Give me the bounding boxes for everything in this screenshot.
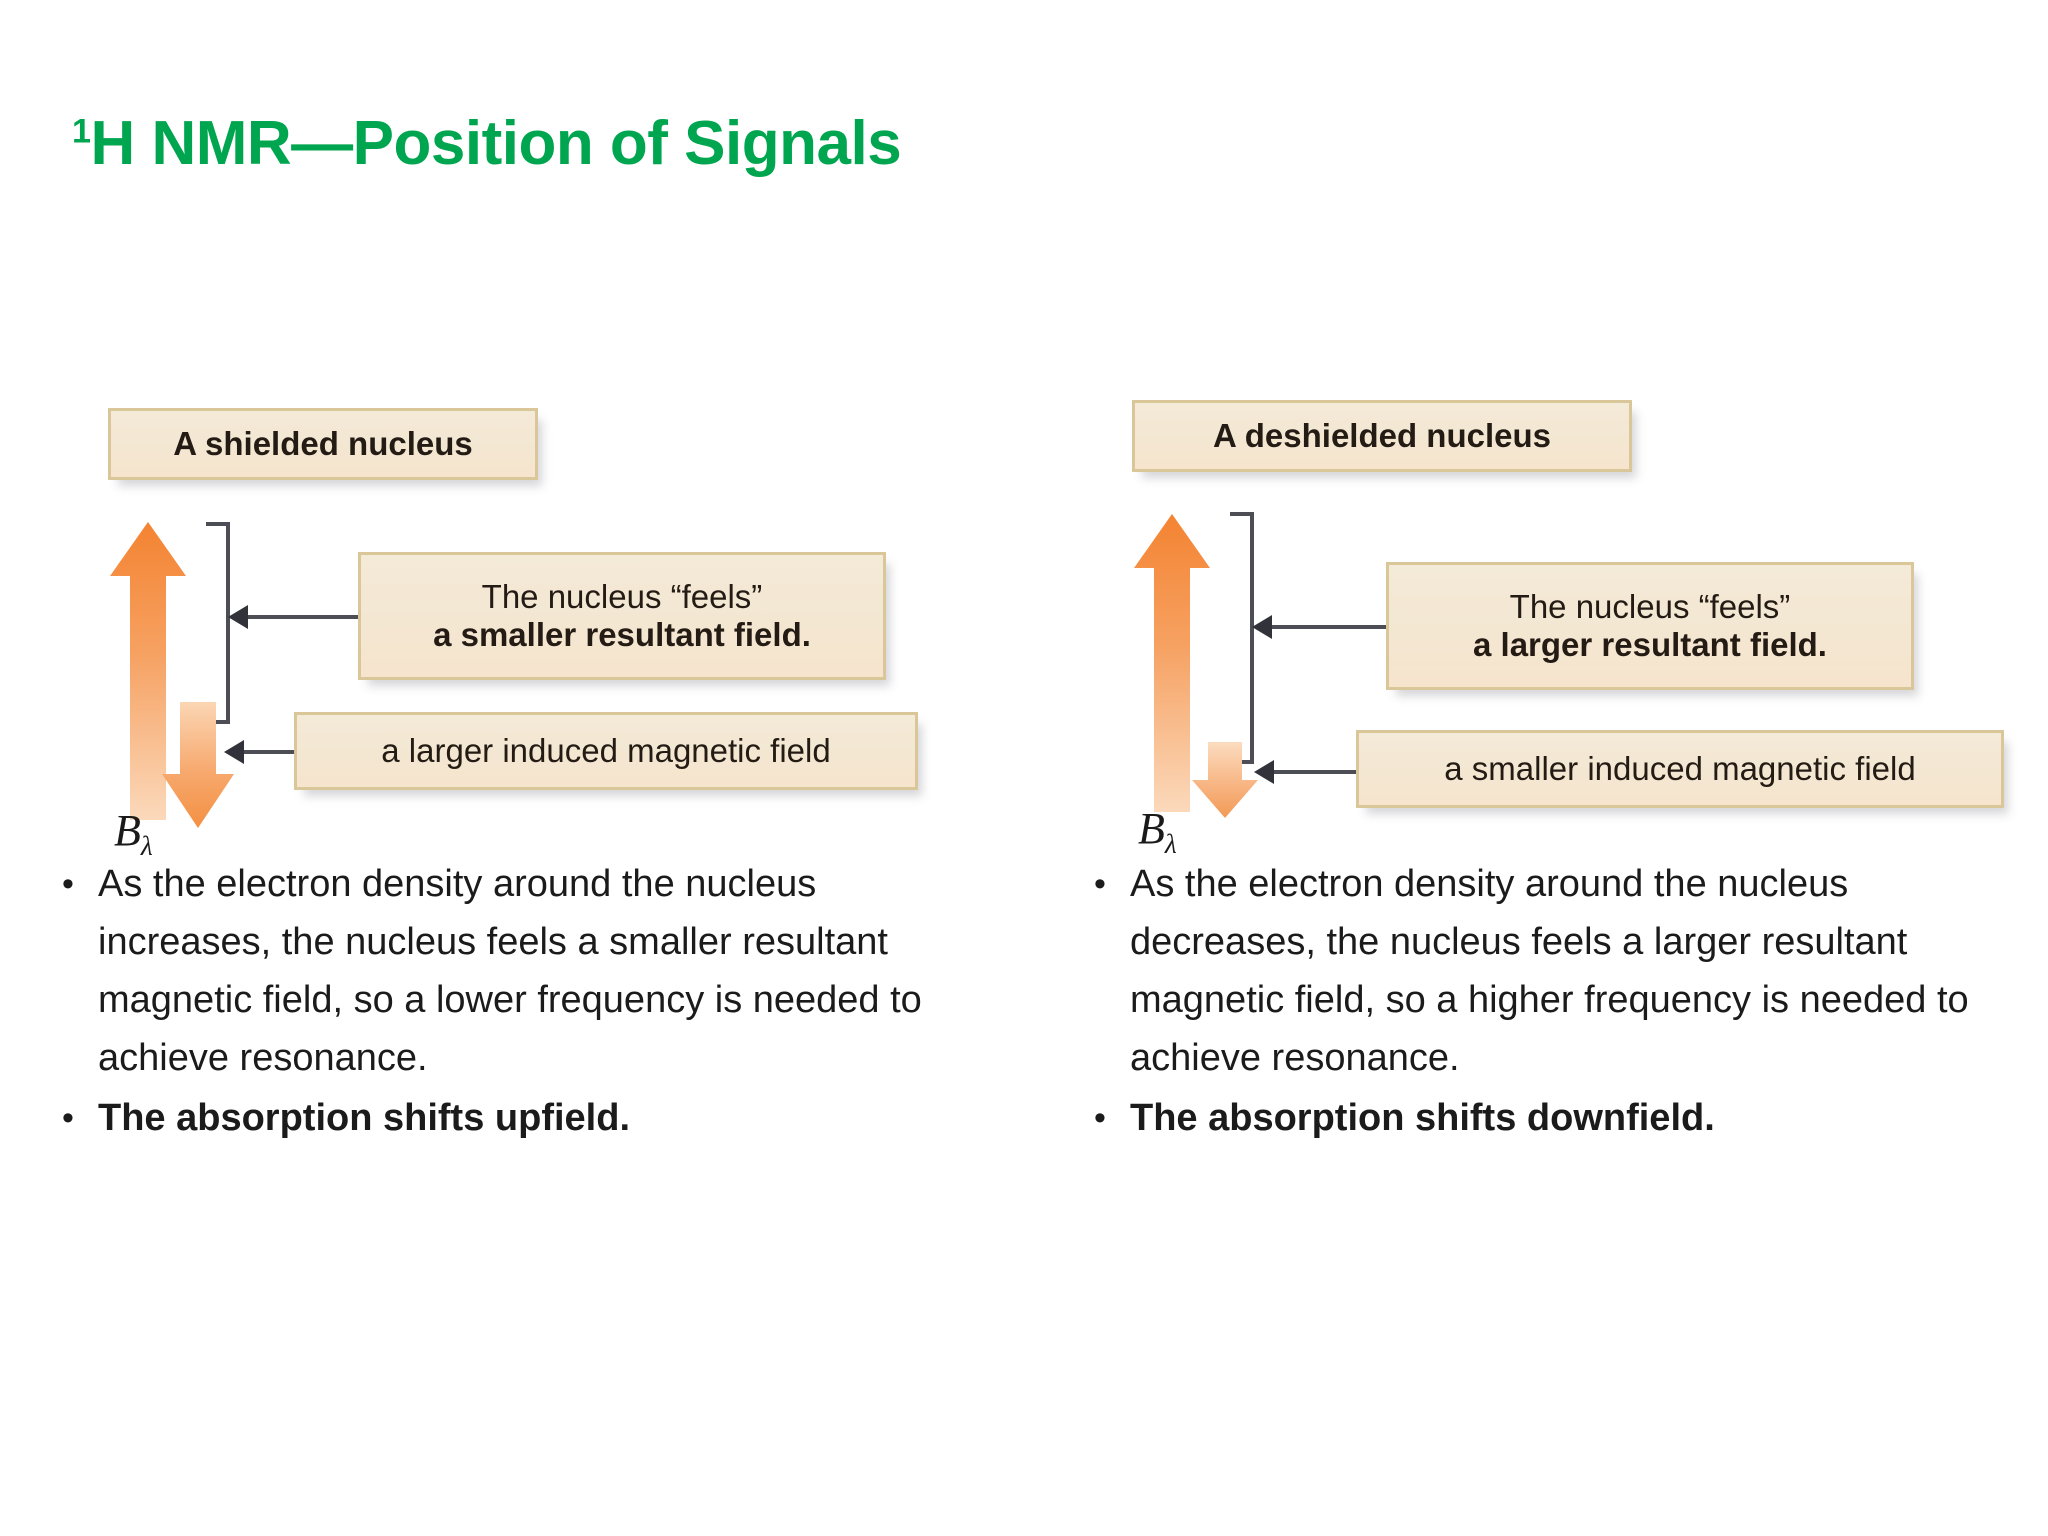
shielded-field-label: Bλ bbox=[114, 805, 153, 862]
connector-line bbox=[1274, 770, 1360, 774]
shielded-resultant-field-callout: The nucleus “feels” a smaller resultant … bbox=[358, 552, 886, 680]
bullet-marker: • bbox=[62, 865, 74, 903]
induced-field-down-arrow-icon bbox=[1190, 740, 1260, 820]
panel-deshielded-nucleus: A deshielded nucleus bbox=[1024, 0, 2048, 1536]
shielded-diagram: A shielded nucleus bbox=[0, 0, 1024, 861]
bullet-marker: • bbox=[62, 1099, 74, 1137]
connector-line bbox=[248, 615, 368, 619]
shielded-heading-label: A shielded nucleus bbox=[173, 424, 473, 462]
bullet-marker: • bbox=[1094, 1099, 1106, 1137]
connector-line bbox=[1272, 625, 1402, 629]
field-label-base: B bbox=[114, 806, 141, 855]
bullet-text: The absorption shifts downfield. bbox=[1130, 1097, 1715, 1139]
deshielded-diagram: A deshielded nucleus bbox=[1024, 0, 2048, 859]
deshielded-field-label: Bλ bbox=[1138, 803, 1177, 860]
callout-line-1: The nucleus “feels” bbox=[481, 577, 763, 615]
callout-line-2: a larger resultant field. bbox=[1473, 626, 1827, 663]
external-field-up-arrow-icon bbox=[108, 520, 188, 820]
connector-arrowhead-icon bbox=[228, 605, 248, 629]
deshielded-resultant-field-callout: The nucleus “feels” a larger resultant f… bbox=[1386, 562, 1914, 690]
connector-arrowhead-icon bbox=[1252, 615, 1272, 639]
page-title: 1H NMR—Position of Signals bbox=[72, 108, 902, 179]
list-item: • The absorption shifts downfield. bbox=[1082, 1089, 2048, 1147]
bullet-text: The absorption shifts upfield. bbox=[98, 1097, 630, 1139]
list-item: • As the electron density around the nuc… bbox=[50, 855, 1010, 1087]
bracket-top-tick bbox=[1230, 512, 1252, 516]
connector-arrowhead-icon bbox=[1254, 760, 1274, 784]
page-title-main: H NMR—Position of Signals bbox=[90, 109, 902, 178]
callout-line-1: The nucleus “feels” bbox=[1509, 587, 1791, 625]
connector-line bbox=[244, 750, 330, 754]
shielded-induced-field-callout: a larger induced magnetic field bbox=[294, 712, 918, 790]
page-title-superscript: 1 bbox=[72, 112, 91, 151]
connector-arrowhead-icon bbox=[224, 740, 244, 764]
bullet-text: As the electron density around the nucle… bbox=[1130, 863, 1969, 1079]
field-label-base: B bbox=[1138, 804, 1165, 853]
callout-line-2: a smaller resultant field. bbox=[433, 616, 811, 653]
list-item: • The absorption shifts upfield. bbox=[50, 1089, 1010, 1147]
field-label-subscript: λ bbox=[140, 830, 153, 861]
deshielded-heading-label: A deshielded nucleus bbox=[1212, 416, 1552, 454]
callout-line-1: a smaller induced magnetic field bbox=[1444, 749, 1916, 787]
deshielded-induced-field-callout: a smaller induced magnetic field bbox=[1356, 730, 2004, 808]
deshielded-bullet-list: • As the electron density around the nuc… bbox=[1082, 855, 2048, 1149]
bullet-marker: • bbox=[1094, 865, 1106, 903]
bullet-text: As the electron density around the nucle… bbox=[98, 863, 922, 1079]
panel-shielded-nucleus: A shielded nucleus bbox=[0, 0, 1024, 1149]
external-field-up-arrow-icon bbox=[1132, 512, 1212, 812]
callout-line-1: a larger induced magnetic field bbox=[381, 731, 831, 769]
deshielded-heading-box: A deshielded nucleus bbox=[1132, 400, 1632, 472]
list-item: • As the electron density around the nuc… bbox=[1082, 855, 2048, 1087]
field-label-subscript: λ bbox=[1164, 828, 1177, 859]
bracket-top-tick bbox=[206, 522, 228, 526]
shielded-bullet-list: • As the electron density around the nuc… bbox=[50, 855, 1010, 1149]
shielded-heading-box: A shielded nucleus bbox=[108, 408, 538, 480]
bracket-bottom-tick bbox=[206, 720, 228, 724]
induced-field-down-arrow-icon bbox=[160, 700, 236, 830]
